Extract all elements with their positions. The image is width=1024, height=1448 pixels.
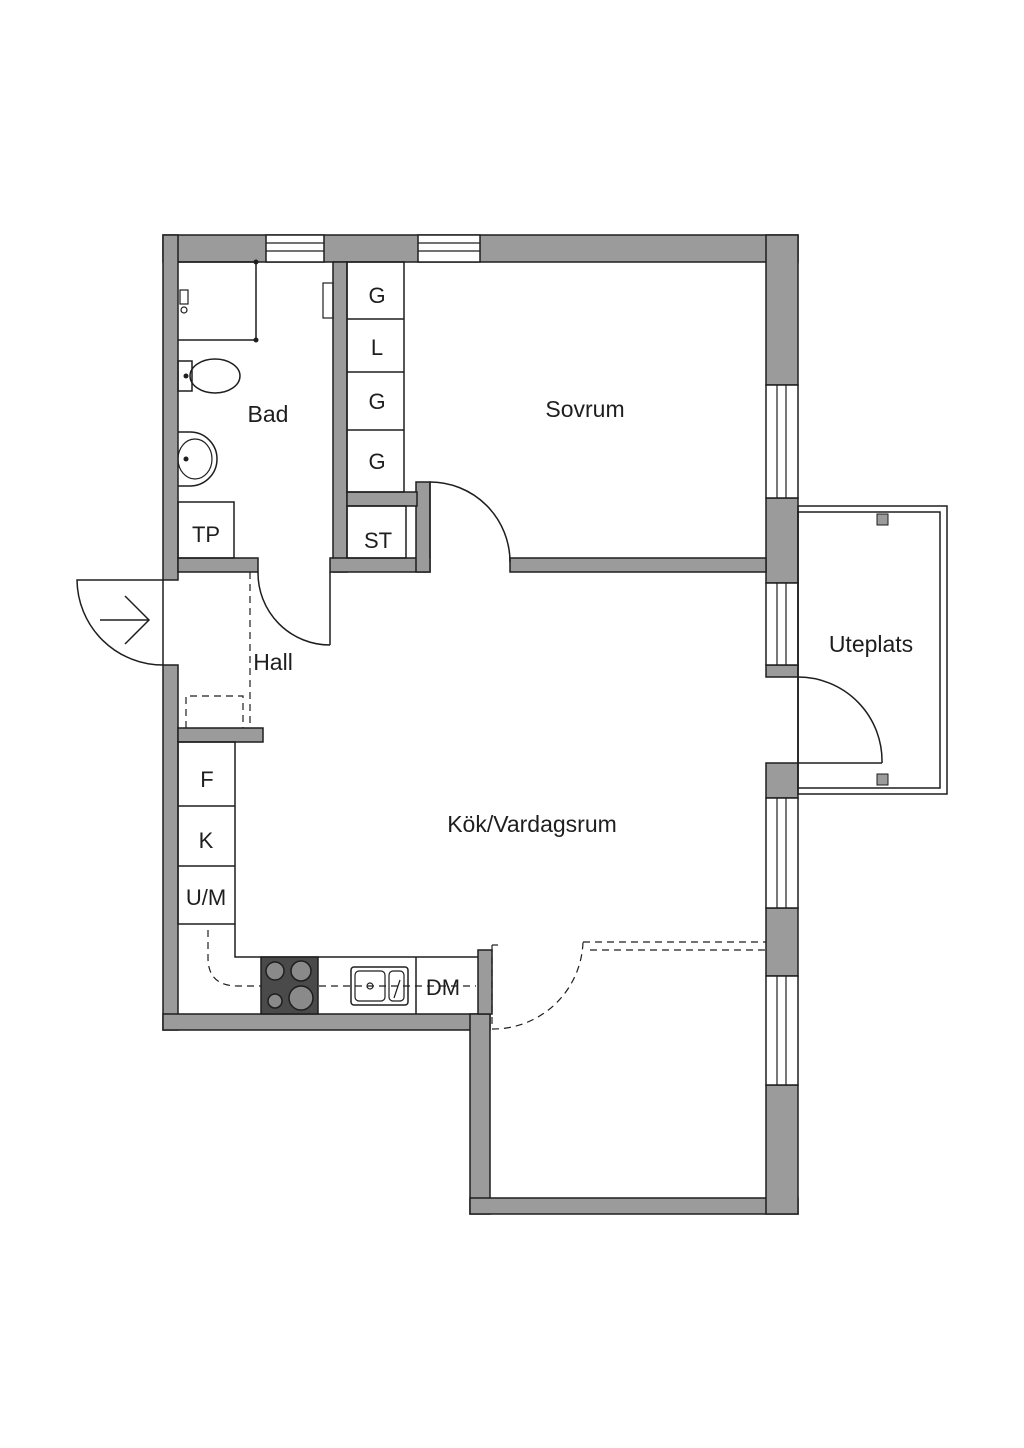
living-room-openings [491, 941, 766, 1030]
interior-walls [177, 261, 767, 1015]
closet-label-st: ST [364, 528, 392, 553]
closet-label-g1: G [368, 283, 385, 308]
kitchen-sink-icon [350, 966, 409, 1006]
room-label-kok-vardagsrum: Kök/Vardagsrum [447, 811, 617, 837]
bathroom-fixtures [177, 259, 334, 559]
kitchen-label-f: F [200, 767, 213, 792]
closet-label-g3: G [368, 449, 385, 474]
cabinet-label-tp: TP [192, 522, 220, 547]
kitchen-label-dm: DM [426, 975, 460, 1000]
kitchen-label-k: K [199, 828, 214, 853]
closets [346, 261, 407, 559]
room-label-hall: Hall [253, 649, 293, 675]
doors [76, 481, 883, 764]
room-label-uteplats: Uteplats [829, 631, 913, 657]
room-label-bad: Bad [248, 401, 289, 427]
stove-icon [260, 956, 319, 1015]
closet-label-g2: G [368, 389, 385, 414]
sink-icon [177, 431, 218, 487]
kitchen-label-um: U/M [186, 885, 226, 910]
toilet-icon [177, 358, 241, 394]
hall-storage [185, 572, 251, 728]
entrance-arrow-icon [100, 595, 151, 645]
shower-head-icon [179, 289, 189, 314]
kitchen-fixtures [177, 741, 478, 1015]
room-label-sovrum: Sovrum [545, 396, 624, 422]
patio [797, 505, 948, 795]
windows [265, 234, 799, 1086]
outer-walls [162, 234, 799, 1215]
closet-label-l: L [371, 335, 383, 360]
